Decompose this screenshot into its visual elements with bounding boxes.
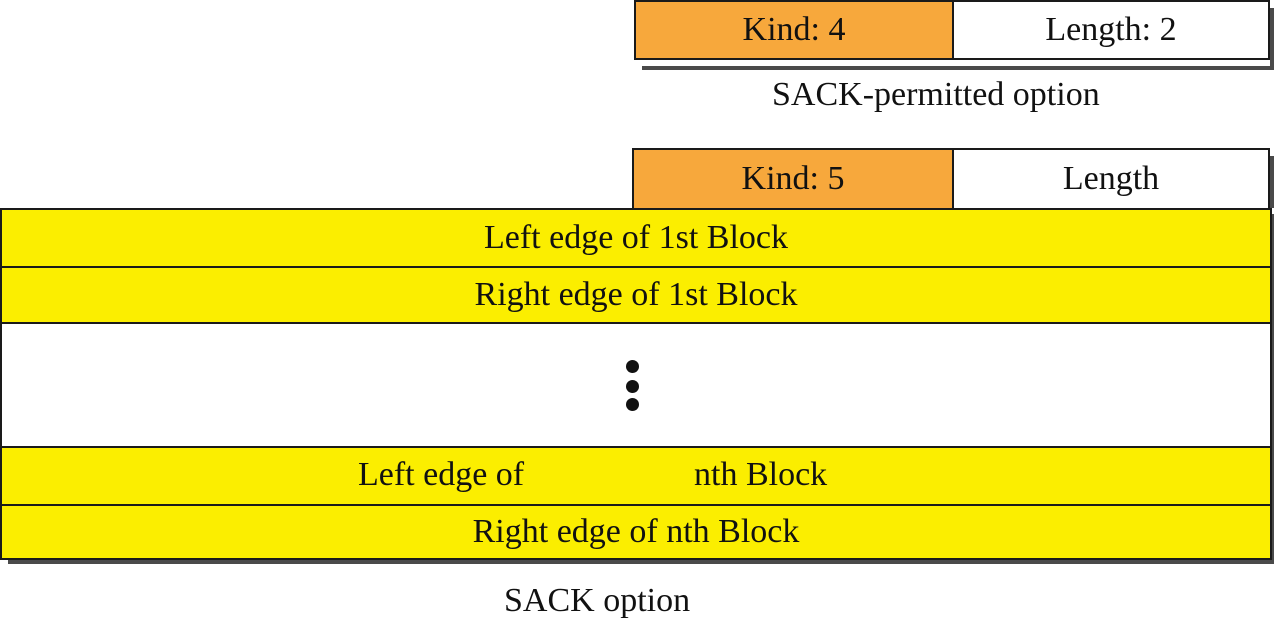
- left-edge-nth-block-row: [0, 446, 1272, 506]
- sack-blocks-shadow-side: [1270, 214, 1274, 564]
- sack-permitted-caption: SACK-permitted option: [772, 76, 1100, 113]
- ellipsis-dot-2: [626, 380, 639, 393]
- left-edge-1st-block-row: Left edge of 1st Block: [0, 208, 1272, 268]
- sack-header-shadow-side: [1270, 156, 1274, 208]
- left-edge-nth-block-label-part2: nth Block: [694, 456, 828, 493]
- sack-caption: SACK option: [504, 582, 691, 619]
- sack-permitted-length-field: Length: 2: [952, 0, 1270, 60]
- right-edge-nth-block-row: Right edge of nth Block: [0, 504, 1272, 560]
- sack-permitted-length-label: Length: 2: [1045, 11, 1177, 48]
- sack-permitted-kind-field: Kind: 4: [634, 0, 954, 60]
- sack-length-label: Length: [1062, 160, 1160, 197]
- ellipsis-dot-3: [626, 398, 639, 411]
- ellipsis-dot-1: [626, 360, 639, 373]
- right-edge-1st-block-label: Right edge of 1st Block: [474, 276, 798, 313]
- sack-length-field: Length: [952, 148, 1270, 210]
- right-edge-nth-block-label: Right edge of nth Block: [472, 513, 800, 550]
- sack-permitted-kind-label: Kind: 4: [742, 11, 846, 48]
- sack-permitted-shadow: [642, 66, 1274, 70]
- sack-kind-field: Kind: 5: [632, 148, 954, 210]
- left-edge-nth-block-label-part1: Left edge of: [358, 456, 525, 493]
- sack-blocks-shadow-bottom: [8, 558, 1274, 564]
- right-edge-1st-block-row: Right edge of 1st Block: [0, 266, 1272, 324]
- sack-kind-label: Kind: 5: [741, 160, 845, 197]
- left-edge-1st-block-label: Left edge of 1st Block: [483, 219, 789, 256]
- sack-permitted-shadow-side: [1270, 8, 1274, 70]
